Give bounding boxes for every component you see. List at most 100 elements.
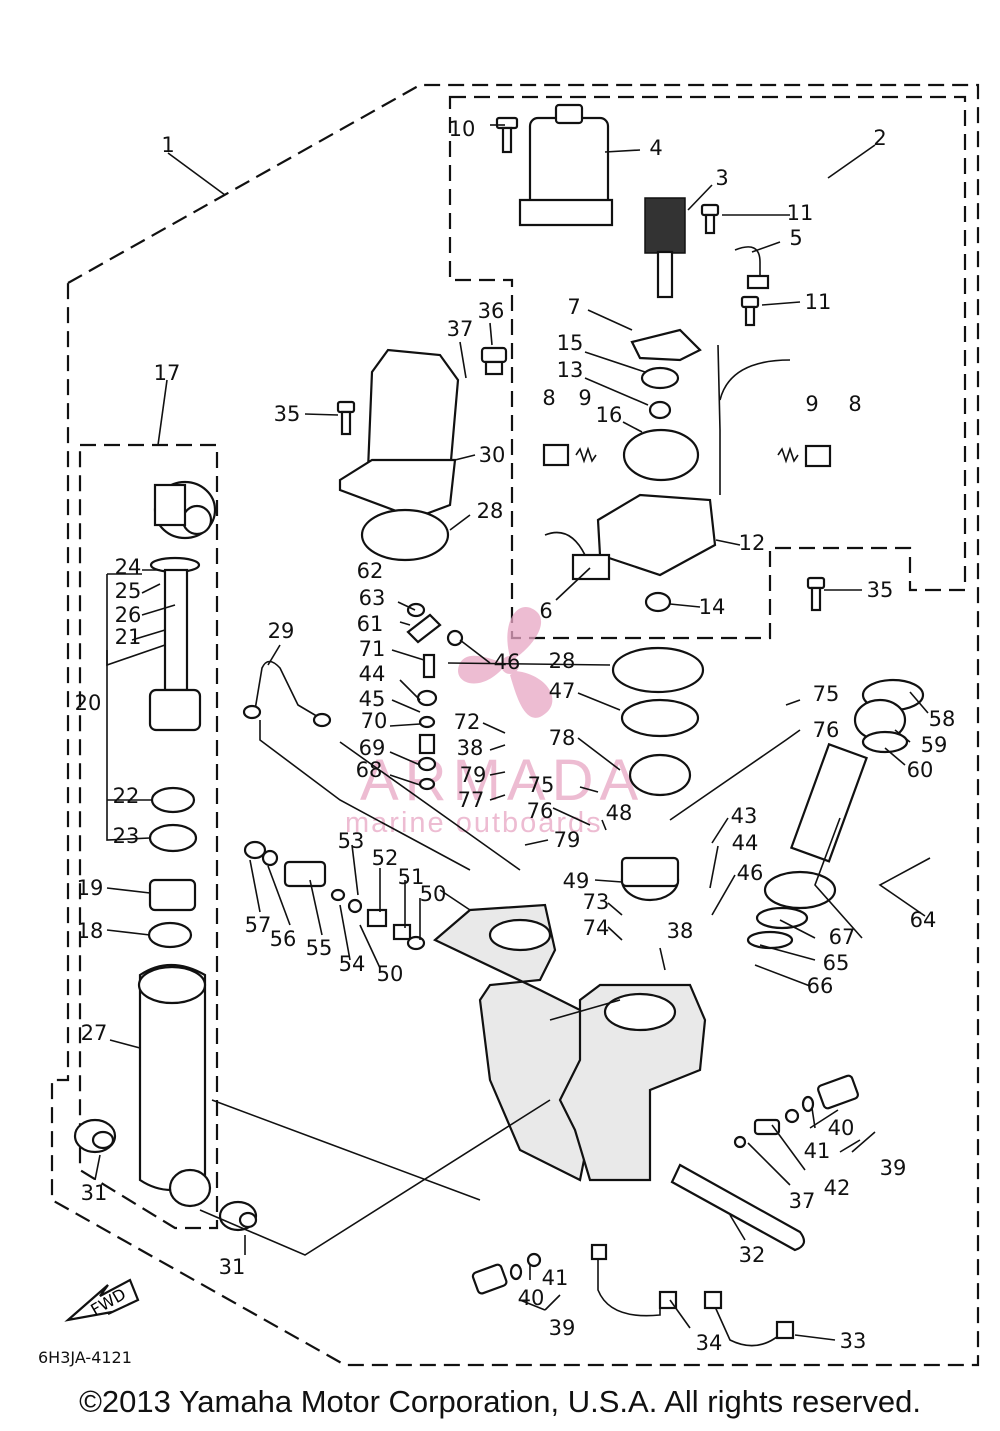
callout-37b: 37 [789, 1189, 816, 1213]
relief-valve-parts [471, 1074, 859, 1295]
callout-40a: 40 [518, 1286, 545, 1310]
callout-39a: 39 [549, 1316, 576, 1340]
callout-56: 56 [270, 927, 297, 951]
manifold-body-part [432, 903, 707, 1182]
callout-31b: 31 [219, 1255, 246, 1279]
callout-68: 68 [356, 758, 383, 782]
callout-43: 43 [731, 804, 758, 828]
callout-76b: 76 [527, 799, 554, 823]
callout-75a: 75 [813, 682, 840, 706]
callout-12: 12 [739, 531, 766, 555]
callout-48: 48 [606, 801, 633, 825]
callout-73: 73 [583, 890, 610, 914]
callout-79a: 79 [460, 763, 487, 787]
motor-part [518, 103, 686, 299]
callout-38a: 38 [457, 736, 484, 760]
callout-19: 19 [77, 876, 104, 900]
callout-46b: 46 [737, 861, 764, 885]
callout-20: 20 [75, 691, 102, 715]
callout-74: 74 [583, 916, 610, 940]
callout-35b: 35 [867, 578, 894, 602]
callout-52: 52 [372, 846, 399, 870]
motor-assembly-outline [448, 95, 967, 640]
callout-28a: 28 [477, 499, 504, 523]
callout-41b: 41 [804, 1139, 831, 1163]
reservoir-part [338, 348, 460, 562]
callout-27: 27 [81, 1021, 108, 1045]
callout-18: 18 [77, 919, 104, 943]
callout-11b: 11 [805, 290, 832, 314]
callout-69: 69 [359, 736, 386, 760]
manual-valve-parts [243, 840, 426, 951]
callout-11a: 11 [787, 201, 814, 225]
callout-16: 16 [596, 403, 623, 427]
tilt-cylinder-part [137, 480, 217, 1208]
callout-79b: 79 [554, 828, 581, 852]
callout-6: 6 [539, 599, 552, 623]
valve-stack-parts [406, 602, 464, 791]
callout-71: 71 [359, 637, 386, 661]
callout-46a: 46 [494, 650, 521, 674]
parts: FWD [64, 103, 925, 1347]
callout-1: 1 [161, 133, 174, 157]
callout-35a: 35 [274, 402, 301, 426]
drawing-code: 6H3JA-4121 [38, 1348, 132, 1367]
propeller-logo [458, 607, 553, 718]
callout-76a: 76 [813, 718, 840, 742]
callout-60: 60 [907, 758, 934, 782]
callout-62: 62 [357, 559, 384, 583]
callout-8b: 8 [848, 392, 861, 416]
callout-29: 29 [268, 619, 295, 643]
callout-30: 30 [479, 443, 506, 467]
callout-4: 4 [649, 136, 662, 160]
callout-59: 59 [921, 733, 948, 757]
callout-49: 49 [563, 869, 590, 893]
callout-21: 21 [115, 625, 142, 649]
callout-24: 24 [115, 555, 142, 579]
hose-part [242, 660, 332, 728]
brush-holder-part [630, 246, 770, 362]
callout-54: 54 [339, 952, 366, 976]
callout-40b: 40 [828, 1116, 855, 1140]
callout-78: 78 [549, 726, 576, 750]
gear-pump-part [611, 646, 705, 902]
callout-57: 57 [245, 913, 272, 937]
callout-70: 70 [361, 709, 388, 733]
callout-13: 13 [557, 358, 584, 382]
callout-67: 67 [829, 925, 856, 949]
leader-lines [94, 124, 931, 1341]
power-trim-assembly-outline [50, 83, 980, 1367]
callout-66: 66 [807, 974, 834, 998]
callout-51: 51 [398, 865, 425, 889]
callout-17: 17 [154, 361, 181, 385]
callout-53: 53 [338, 829, 365, 853]
fwd-arrow-icon: FWD [64, 1278, 140, 1322]
cylinder-assembly-outline [78, 443, 219, 1230]
callout-14: 14 [699, 595, 726, 619]
screw-parts [336, 116, 826, 612]
callout-72: 72 [454, 710, 481, 734]
callout-58: 58 [929, 707, 956, 731]
callout-31a: 31 [81, 1181, 108, 1205]
callout-26: 26 [115, 603, 142, 627]
callout-7: 7 [567, 295, 580, 319]
callout-15: 15 [557, 331, 584, 355]
callout-3: 3 [715, 166, 728, 190]
callout-63: 63 [359, 586, 386, 610]
callout-61: 61 [357, 612, 384, 636]
callout-9a: 9 [578, 386, 591, 410]
watermark-tagline: marine outboards [345, 807, 603, 839]
callout-39b: 39 [880, 1156, 907, 1180]
callout-38b: 38 [667, 919, 694, 943]
callout-23: 23 [113, 824, 140, 848]
callout-34: 34 [696, 1331, 723, 1355]
callout-50b: 50 [377, 962, 404, 986]
callout-75b: 75 [528, 773, 555, 797]
callout-47: 47 [549, 679, 576, 703]
callout-37a: 37 [447, 317, 474, 341]
callout-28b: 28 [549, 649, 576, 673]
callout-9b: 9 [805, 392, 818, 416]
callout-44b: 44 [732, 831, 759, 855]
